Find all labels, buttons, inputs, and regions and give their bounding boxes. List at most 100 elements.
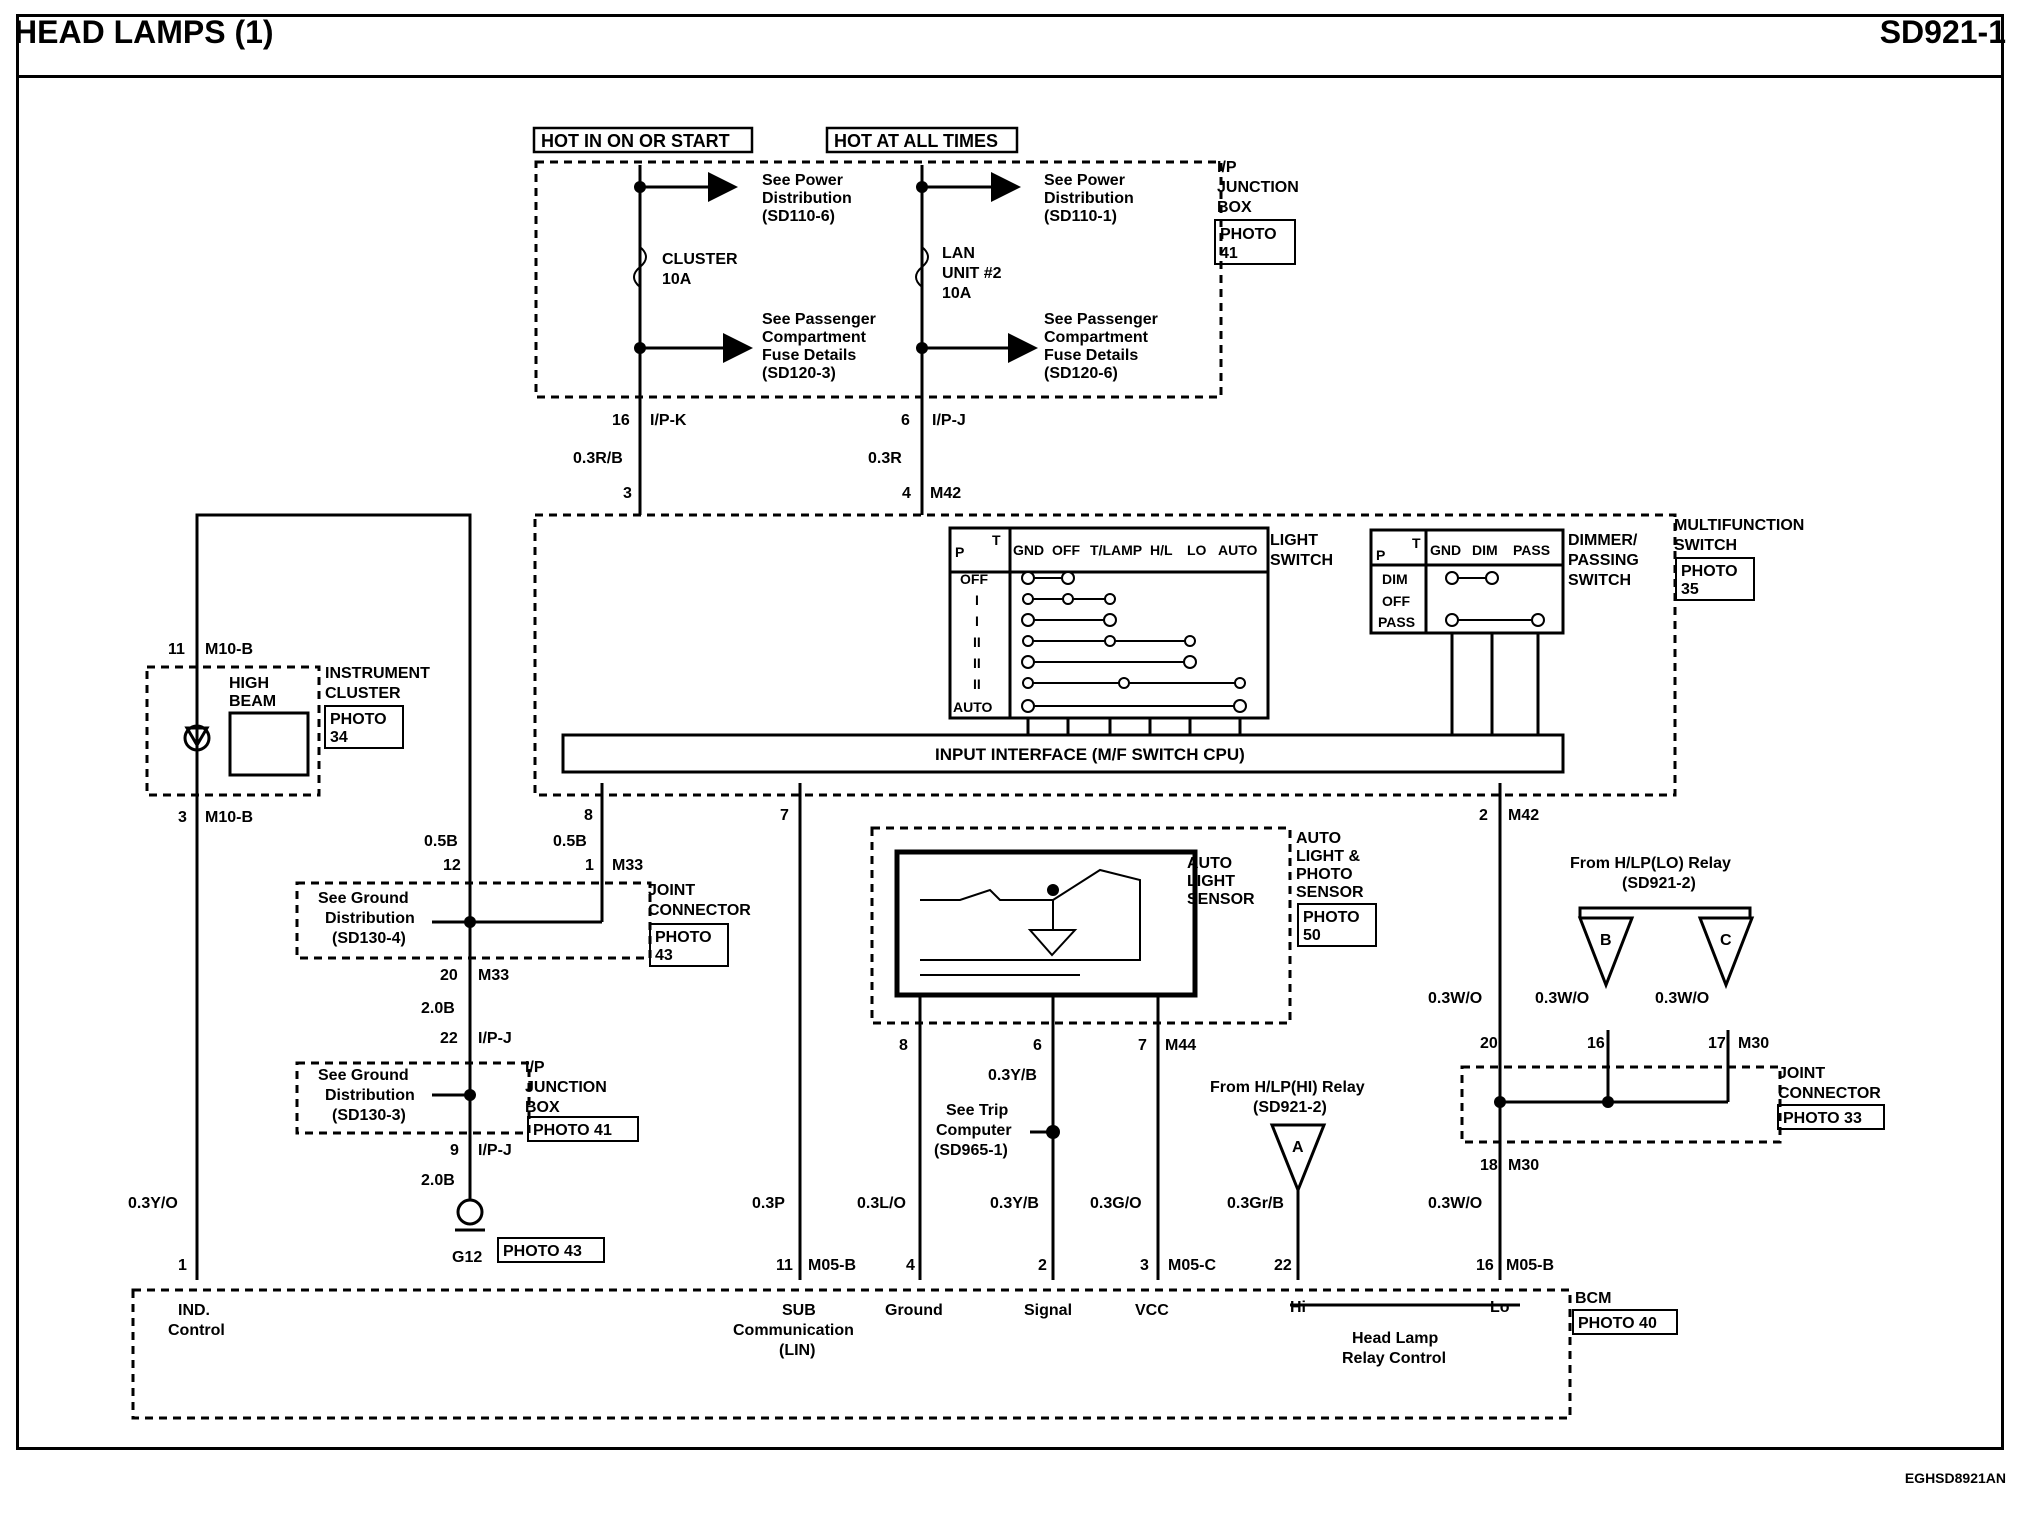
dimmer-switch-label: PASSING	[1568, 552, 1639, 569]
fuse-lan-icon	[915, 246, 929, 288]
bcm-outline	[131, 1288, 1572, 1420]
relay-a-label: A	[1292, 1139, 1304, 1156]
input-interface-bar	[561, 733, 1565, 774]
ip-junction-box-outline	[534, 160, 1223, 399]
left-ref-bottom-line: Fuse Details	[762, 347, 856, 364]
trip-computer-ref: See Trip	[946, 1102, 1008, 1119]
wire-label: 0.5B	[424, 833, 458, 850]
pin-label: 22	[1274, 1257, 1292, 1274]
left-ref-bottom-line: (SD120-3)	[762, 365, 836, 382]
left-ref-bottom-line: Compartment	[762, 329, 867, 346]
connector-label: M05-C	[1168, 1257, 1216, 1274]
wire-label: 0.3W/O	[1655, 990, 1709, 1007]
table-pt-label: T	[992, 532, 1001, 548]
sensor-amplifier-icon	[1027, 929, 1078, 957]
wire-label: 0.3Y/B	[990, 1195, 1039, 1212]
relay-b-label: B	[1600, 932, 1612, 949]
connector-label: I/P-K	[650, 412, 687, 429]
ip-junction-box-label: JUNCTION	[1217, 179, 1299, 196]
ip-junction-box-lower-photo: PHOTO 41	[533, 1122, 612, 1139]
light-switch-row: OFF	[960, 571, 988, 587]
bcm-vcc-label: VCC	[1135, 1302, 1169, 1319]
power-labels: HOT IN ON OR START HOT AT ALL TIMES	[532, 126, 1019, 154]
relay-hi-source: (SD921-2)	[1253, 1099, 1327, 1116]
right-ref-bottom-line: Fuse Details	[1044, 347, 1138, 364]
connector-label: M33	[612, 857, 643, 874]
joint-connector-right-outline	[1460, 1065, 1782, 1144]
bcm-relay-control-label: Head Lamp	[1352, 1330, 1438, 1347]
bcm-photo: PHOTO 40	[1578, 1315, 1657, 1332]
right-ref-bottom-line: See Passenger	[1044, 311, 1158, 328]
light-switch-row: II	[973, 634, 981, 650]
instrument-cluster-outline	[145, 665, 321, 797]
multifunction-switch-photo: 35	[1681, 581, 1699, 598]
light-switch-label: SWITCH	[1270, 552, 1333, 569]
trip-computer-ref: Computer	[936, 1122, 1012, 1139]
pin-label: 20	[1480, 1035, 1498, 1052]
dimmer-col: PASS	[1513, 542, 1550, 558]
light-switch-col: GND	[1013, 542, 1044, 558]
fuse-cluster-label: CLUSTER	[662, 251, 738, 268]
pin-label: 3	[178, 809, 187, 826]
ground-ref-line: Distribution	[325, 1087, 415, 1104]
left-ref-top-line: (SD110-6)	[762, 208, 835, 225]
connector-label: I/P-J	[478, 1142, 512, 1159]
pin-label: 16	[1476, 1257, 1494, 1274]
hot-at-all-times-label: HOT AT ALL TIMES	[834, 131, 998, 151]
right-ref-bottom-line: (SD120-6)	[1044, 365, 1118, 382]
connector-label: M10-B	[205, 641, 253, 658]
light-switch-col: OFF	[1052, 542, 1080, 558]
light-switch-col: AUTO	[1218, 542, 1258, 558]
auto-light-sensor-inner-label: SENSOR	[1187, 891, 1255, 908]
pin-label: 2	[1038, 1257, 1047, 1274]
relay-b-icon	[1577, 916, 1635, 990]
wire-label: 0.3W/O	[1535, 990, 1589, 1007]
left-ref-bottom-line: See Passenger	[762, 311, 876, 328]
figure-id: EGHSD8921AN	[1904, 1470, 2006, 1486]
ground-ref-line: See Ground	[318, 890, 409, 907]
light-switch-col: T/LAMP	[1090, 542, 1142, 558]
pin-label: 16	[1587, 1035, 1605, 1052]
joint-connector-left-photo: PHOTO	[655, 929, 712, 946]
pin-label: 4	[902, 485, 911, 502]
high-beam-label: BEAM	[229, 693, 276, 710]
joint-connector-left-label: CONNECTOR	[648, 902, 751, 919]
high-beam-indicator-box	[228, 711, 310, 777]
relay-lo-source: (SD921-2)	[1622, 875, 1696, 892]
connector-label: M42	[1508, 807, 1539, 824]
bcm-sub-label: SUB	[782, 1302, 816, 1319]
light-switch-row: II	[973, 676, 981, 692]
table-pt-label: P	[955, 544, 964, 560]
pin-label: 22	[440, 1030, 458, 1047]
pin-label: 20	[440, 967, 458, 984]
connector-label: M30	[1738, 1035, 1769, 1052]
connector-label: M33	[478, 967, 509, 984]
wire-label: 0.3R/B	[573, 450, 623, 467]
pin-label: 17	[1708, 1035, 1726, 1052]
dimmer-row: DIM	[1382, 571, 1408, 587]
joint-connector-left-outline	[295, 881, 652, 960]
dimmer-switch-label: DIMMER/	[1568, 532, 1638, 549]
pin-label: 16	[612, 412, 630, 429]
cluster-lamp-icon	[184, 726, 210, 748]
diagram-code: SD921-1	[1879, 14, 2006, 50]
light-switch-row: II	[973, 655, 981, 671]
connector-label: M10-B	[205, 809, 253, 826]
ip-junction-box-photo: PHOTO	[1220, 226, 1277, 243]
title-bar	[16, 14, 2004, 78]
ip-junction-box-lower-label: BOX	[525, 1099, 560, 1116]
ip-junction-box-lower-label: JUNCTION	[525, 1079, 607, 1096]
bcm-relay-control-label: Relay Control	[1342, 1350, 1446, 1367]
wire-label: 0.3Y/O	[128, 1195, 178, 1212]
ground-ref-line: See Ground	[318, 1067, 409, 1084]
pin-label: 11	[776, 1257, 793, 1274]
joint-connector-left-photo: 43	[655, 947, 673, 964]
joint-connector-left-label: JOINT	[648, 882, 695, 899]
joint-connector-right-label: CONNECTOR	[1778, 1085, 1881, 1102]
pin-label: 3	[623, 485, 632, 502]
diagram-frame	[16, 14, 2004, 1450]
joint-connector-right-photo: PHOTO 33	[1783, 1110, 1862, 1127]
left-ref-top-line: Distribution	[762, 190, 852, 207]
multifunction-switch-label: SWITCH	[1674, 537, 1737, 554]
hot-in-on-start-label: HOT IN ON OR START	[541, 131, 730, 151]
